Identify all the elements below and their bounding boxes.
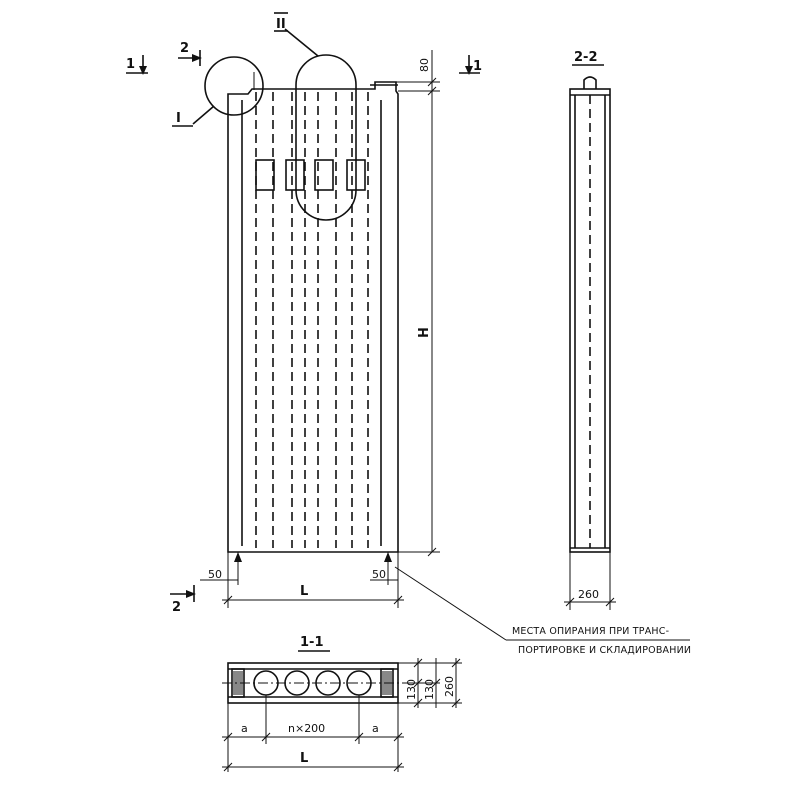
note-line-1: МЕСТА ОПИРАНИЯ ПРИ ТРАНС- <box>512 626 669 637</box>
tick <box>451 658 461 668</box>
tick <box>565 597 575 607</box>
panel-outline <box>227 81 399 553</box>
detail-outline-II <box>295 54 357 221</box>
dim-L-section-label: L <box>300 751 308 766</box>
cut-1-right-label: 1 <box>473 59 482 74</box>
dim-L-label: L <box>300 584 308 599</box>
arrowhead <box>465 66 473 75</box>
tick <box>393 762 403 772</box>
dim-260-section: 260 <box>443 676 456 697</box>
cut-1-left-label: 1 <box>126 57 135 72</box>
detail-I-label: I <box>176 111 181 126</box>
tick <box>261 732 271 742</box>
dim-130-1: 130 <box>405 679 418 700</box>
opening <box>285 159 305 191</box>
arrowhead <box>234 552 242 562</box>
detail-II-label: II <box>276 17 286 32</box>
note-line-2: ПОРТИРОВКЕ И СКЛАДИРОВАНИИ <box>518 645 691 656</box>
dim-260-side-label: 260 <box>578 588 599 601</box>
arrowhead <box>192 54 202 62</box>
opening <box>314 159 334 191</box>
dim-nx200: n×200 <box>288 722 325 735</box>
front-view: I II 1 1 2 2 <box>126 12 482 615</box>
cut-2-top-label: 2 <box>180 41 189 56</box>
arrowhead <box>384 552 392 562</box>
dim-130-2: 130 <box>423 679 436 700</box>
tick <box>354 732 364 742</box>
cut-2-bottom-label: 2 <box>172 600 181 615</box>
arrowhead <box>186 590 196 598</box>
front-dimensions: 80 H L 50 50 <box>200 50 690 641</box>
section-view: 1-1 <box>222 635 462 772</box>
tick <box>427 77 437 87</box>
tick <box>427 547 437 557</box>
dim-80-label: 80 <box>418 58 431 72</box>
side-outline <box>569 88 611 553</box>
tick <box>413 698 423 708</box>
dim-a-right: a <box>372 722 379 735</box>
opening <box>255 159 275 191</box>
tick <box>393 732 403 742</box>
arrowhead <box>139 66 147 75</box>
dim-50-left: 50 <box>208 568 222 581</box>
view-1-1-title: 1-1 <box>300 635 324 650</box>
dim-50-right: 50 <box>372 568 386 581</box>
detail-II-leader <box>284 28 319 57</box>
view-2-2-title: 2-2 <box>574 50 598 65</box>
side-view: 2-2 260 <box>564 50 616 610</box>
side-lifting-loop <box>583 76 597 89</box>
dim-a-left: a <box>241 722 248 735</box>
detail-I-leader <box>192 105 215 125</box>
tick <box>431 678 441 688</box>
tick <box>393 595 403 605</box>
tick <box>413 658 423 668</box>
tick <box>605 597 615 607</box>
tick <box>223 595 233 605</box>
dim-H-label: H <box>417 327 432 338</box>
detail-circle-I <box>204 56 264 116</box>
tick <box>223 732 233 742</box>
tick <box>223 762 233 772</box>
note-leader <box>394 566 507 641</box>
tick <box>413 678 423 688</box>
tick <box>451 698 461 708</box>
